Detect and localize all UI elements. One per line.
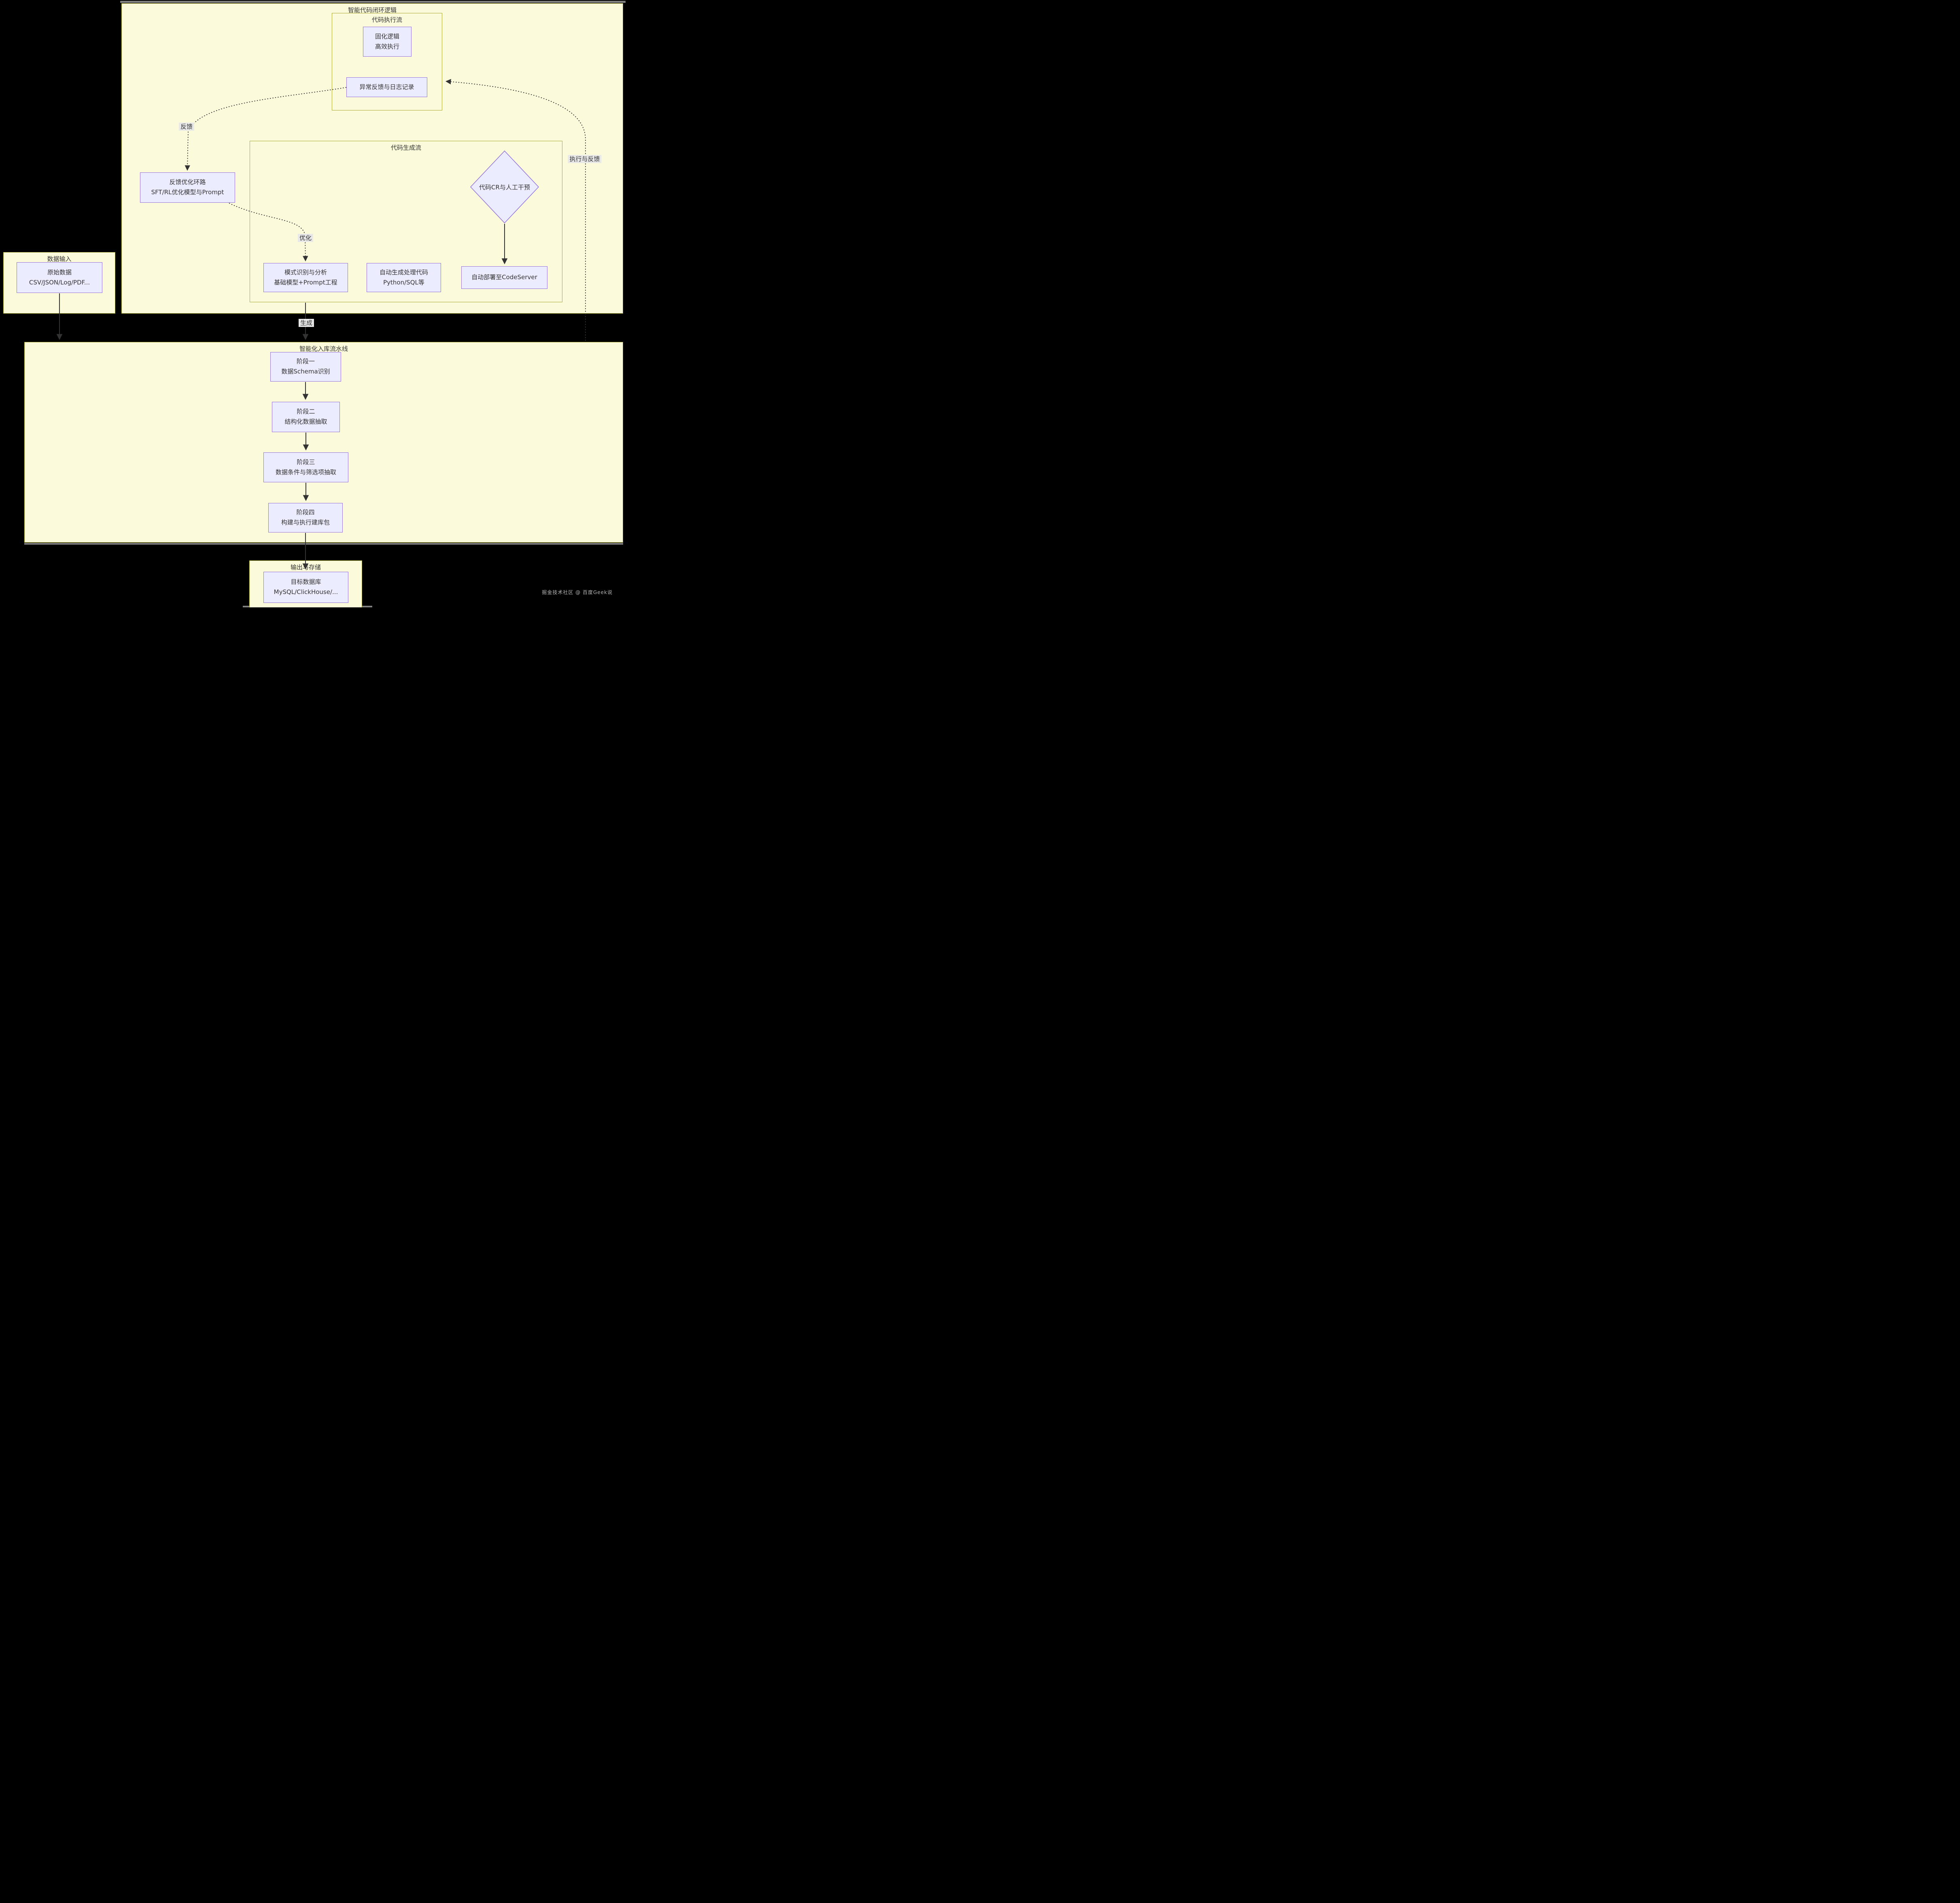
node-code-cr-diamond: 代码CR与人工干预 bbox=[470, 151, 539, 223]
edges-layer bbox=[56, 79, 586, 570]
node-raw-data: 原始数据 CSV/JSON/Log/PDF... bbox=[17, 262, 102, 293]
subgraph-data-input-title: 数据输入 bbox=[47, 255, 72, 263]
node-target-db: 目标数据库 MySQL/ClickHouse/... bbox=[263, 572, 348, 603]
subgraph-code-gen-title: 代码生成流 bbox=[390, 144, 421, 151]
node-stage1: 阶段一 数据Schema识别 bbox=[270, 352, 341, 382]
subgraph-code-exec-title: 代码执行流 bbox=[371, 16, 402, 23]
subgraph-pipeline-title: 智能化入库流水线 bbox=[299, 345, 348, 352]
node-code-cr-label: 代码CR与人工干预 bbox=[479, 183, 530, 191]
diamond-shape bbox=[470, 151, 539, 223]
node-auto-deploy: 自动部署至CodeServer bbox=[461, 266, 547, 289]
node-pattern-recog: 模式识别与分析 基础模型+Prompt工程 bbox=[263, 263, 348, 292]
edge-label-optimize: 优化 bbox=[297, 234, 314, 242]
edge-feedback bbox=[185, 87, 347, 171]
edge-label-exec-feedback: 执行与反馈 bbox=[568, 155, 602, 163]
top-edge-strip bbox=[120, 1, 626, 3]
node-auto-codegen: 自动生成处理代码 Python/SQL等 bbox=[367, 263, 441, 292]
node-feedback-loop: 反馈优化环路 SFT/RL优化模型与Prompt bbox=[140, 172, 235, 203]
edge-label-generate: 生成 bbox=[298, 319, 314, 327]
subgraph-code-loop-title: 智能代码闭环逻辑 bbox=[348, 6, 397, 14]
node-stage2: 阶段二 结构化数据抽取 bbox=[272, 402, 340, 432]
node-stage4: 阶段四 构建与执行建库包 bbox=[268, 503, 343, 533]
edge-label-feedback: 反馈 bbox=[178, 123, 195, 131]
node-solid-logic: 固化逻辑 高效执行 bbox=[363, 27, 412, 57]
node-exception-log: 异常反馈与日志记录 bbox=[346, 77, 427, 97]
pipeline-bottom-strip bbox=[24, 543, 623, 545]
flowchart-canvas: 智能代码闭环逻辑 代码执行流 代码生成流 数据输入 智能化入库流水线 输出与存储 bbox=[0, 0, 626, 607]
watermark-text: 掘金技术社区 @ 百度Geek说 bbox=[542, 590, 613, 595]
edge-optimize bbox=[229, 203, 308, 262]
node-stage3: 阶段三 数据条件与筛选项抽取 bbox=[263, 452, 348, 482]
